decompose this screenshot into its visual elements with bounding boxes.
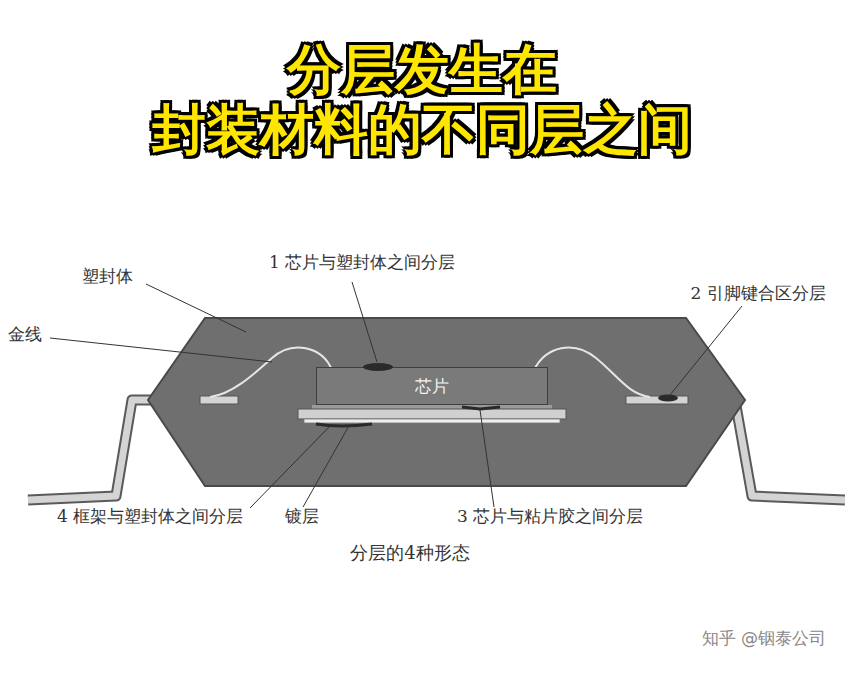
- leader-lines: [50, 282, 742, 508]
- leader-line: [670, 306, 742, 395]
- delamination-mark: [363, 363, 393, 371]
- gold-wire: [534, 348, 650, 397]
- die-pad: [298, 409, 566, 419]
- inner-lead-left: [200, 396, 238, 404]
- leader-line: [250, 426, 330, 508]
- watermark: 知乎 @铟泰公司: [702, 628, 826, 648]
- die-attach: [312, 405, 552, 409]
- leader-line: [352, 282, 377, 362]
- caption: 分层的4种形态: [350, 542, 469, 564]
- leader-line: [480, 410, 494, 507]
- leader-line: [50, 338, 272, 362]
- leader-line: [146, 284, 246, 332]
- leader-line: [303, 424, 350, 507]
- callout-label: 4 框架与塑封体之间分层: [57, 506, 243, 526]
- callout-label: 3 芯片与粘片胶之间分层: [457, 506, 643, 526]
- part-label: 塑封体: [82, 266, 133, 286]
- callout-label: 2 引脚键合区分层: [690, 283, 825, 303]
- inner-lead-right: [626, 396, 688, 404]
- delamination-mark: [316, 424, 372, 426]
- chip-label: 芯片: [415, 375, 449, 398]
- gold-wire: [210, 348, 332, 397]
- chip-box: 芯片: [316, 367, 548, 405]
- part-label: 金线: [8, 324, 42, 344]
- part-label: 镀层: [285, 506, 319, 526]
- plating: [304, 419, 560, 423]
- callout-label: 1 芯片与塑封体之间分层: [269, 252, 455, 272]
- delamination-mark: [658, 395, 678, 402]
- mold-body: [148, 318, 745, 486]
- title: 分层发生在 封装材料的不同层之间: [102, 40, 742, 160]
- delamination-mark: [462, 407, 500, 409]
